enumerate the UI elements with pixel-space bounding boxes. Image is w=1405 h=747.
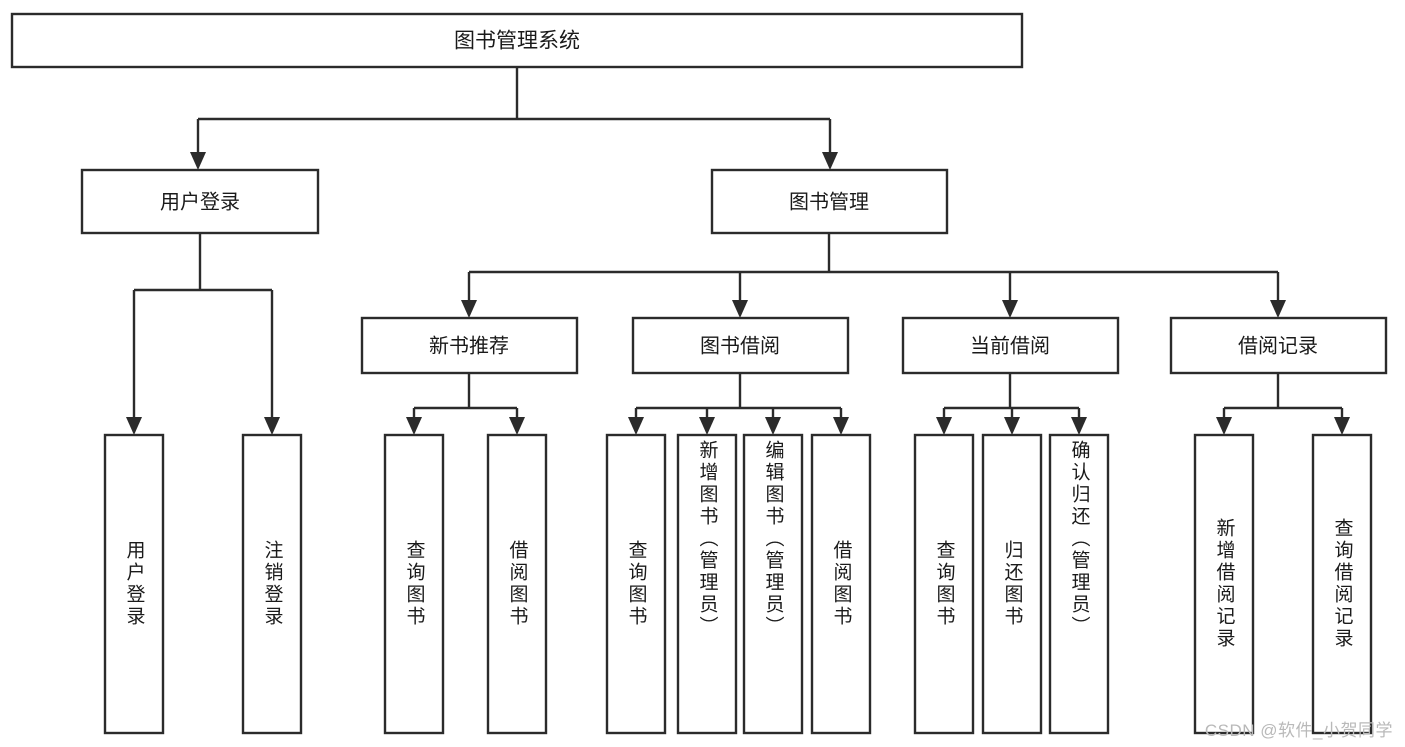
node-book-manage[interactable]: 图书管理 [710, 168, 949, 235]
node-user-login[interactable]: 用户登录 [80, 168, 320, 235]
arrow-to-leaf-confirm-return [1071, 417, 1087, 435]
node-book-borrow[interactable]: 图书借阅 [631, 316, 850, 375]
new-book-rec-label: 新书推荐 [429, 334, 509, 357]
leaf-box-query-record[interactable] [1311, 433, 1373, 735]
book-manage-label: 图书管理 [789, 190, 869, 213]
current-borrow-box [901, 316, 1120, 375]
arrow-to-leaf-edit-book [765, 417, 781, 435]
connector-new-book-rec-children [406, 373, 525, 435]
leaf-box-query-book-2[interactable] [605, 433, 667, 735]
node-borrow-record[interactable]: 借阅记录 [1169, 316, 1388, 375]
leaf-boxes-group [103, 433, 1373, 735]
leaf-box-return-book[interactable] [981, 433, 1043, 735]
arrow-to-leaf-query-record [1334, 417, 1350, 435]
node-current-borrow[interactable]: 当前借阅 [901, 316, 1120, 375]
leaf-box-borrow-book-2[interactable] [810, 433, 872, 735]
book-borrow-label: 图书借阅 [700, 334, 780, 357]
arrow-to-book-borrow [732, 300, 748, 318]
leaf-box-query-book-3[interactable] [913, 433, 975, 735]
arrow-to-leaf-borrow-book-1 [509, 417, 525, 435]
node-new-book-rec[interactable]: 新书推荐 [360, 316, 579, 375]
leaf-box-borrow-book-1[interactable] [486, 433, 548, 735]
root-box [10, 12, 1024, 69]
arrow-to-current-borrow [1002, 300, 1018, 318]
user-login-label: 用户登录 [160, 190, 240, 213]
borrow-record-label: 借阅记录 [1238, 334, 1318, 357]
arrow-to-leaf-user-login [126, 417, 142, 435]
arrow-to-borrow-record [1270, 300, 1286, 318]
leaf-box-add-book[interactable] [676, 433, 738, 735]
arrow-to-leaf-add-record [1216, 417, 1232, 435]
arrow-to-leaf-query-book-3 [936, 417, 952, 435]
leaf-box-edit-book[interactable] [742, 433, 804, 735]
connector-book-borrow-children [628, 373, 849, 435]
arrow-to-leaf-query-book-2 [628, 417, 644, 435]
current-borrow-label: 当前借阅 [970, 334, 1050, 357]
arrow-to-user-login [190, 152, 206, 170]
connector-current-borrow-children [936, 373, 1087, 435]
node-root[interactable]: 图书管理系统 [10, 12, 1024, 69]
leaf-box-user-login[interactable] [103, 433, 165, 735]
arrow-to-leaf-borrow-book-2 [833, 417, 849, 435]
arrow-to-new-book-rec [461, 300, 477, 318]
leaf-box-add-record[interactable] [1193, 433, 1255, 735]
new-book-rec-box [360, 316, 579, 375]
arrow-to-leaf-query-book-1 [406, 417, 422, 435]
leaf-box-query-book-1[interactable] [383, 433, 445, 735]
csdn-watermark: CSDN @软件_小贺同学 [1204, 721, 1393, 740]
connector-book-manage-children [461, 233, 1286, 318]
connector-root-bus [190, 67, 838, 170]
leaf-box-confirm-return[interactable] [1048, 433, 1110, 735]
user-login-box [80, 168, 320, 235]
root-label: 图书管理系统 [454, 30, 580, 53]
arrow-to-leaf-return-book [1004, 417, 1020, 435]
arrow-to-leaf-logout [264, 417, 280, 435]
connector-borrow-record-children [1216, 373, 1350, 435]
connector-user-login-children [126, 233, 280, 435]
leaf-box-logout[interactable] [241, 433, 303, 735]
arrow-to-leaf-add-book [699, 417, 715, 435]
arrow-to-book-manage [822, 152, 838, 170]
